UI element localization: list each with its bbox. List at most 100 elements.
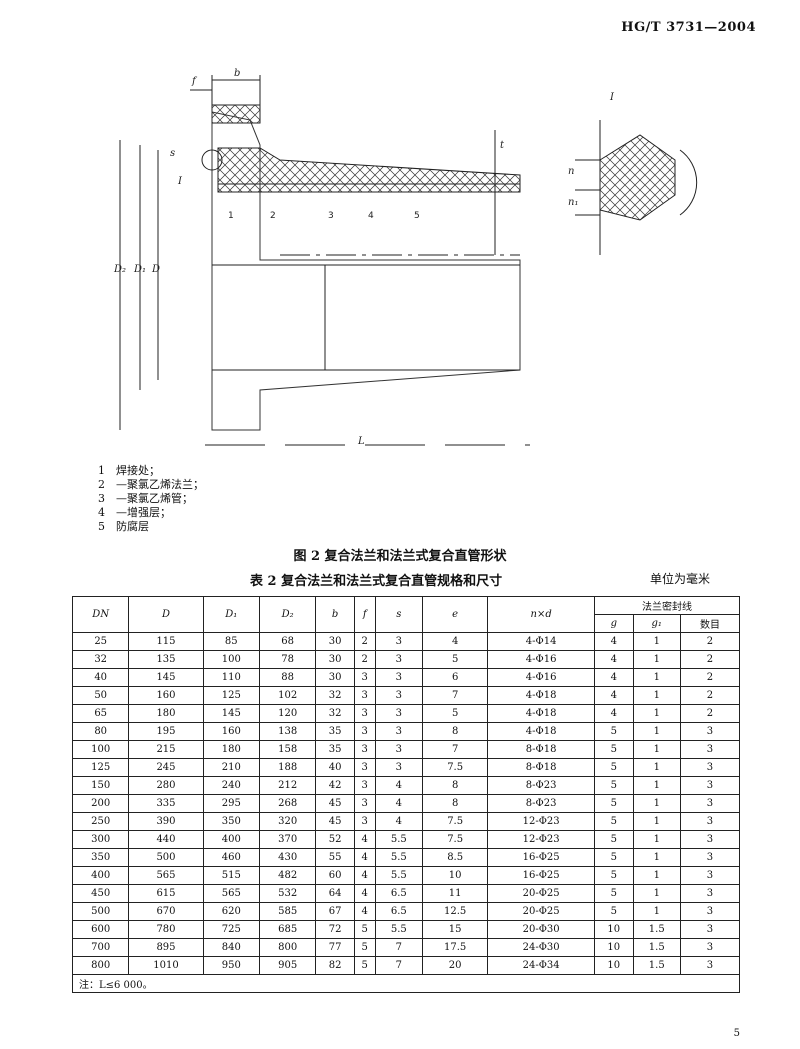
figure-caption: 图 2 复合法兰和法兰式复合直管形状	[293, 549, 507, 564]
table-cell: 4	[421, 632, 489, 651]
table-cell: 5	[594, 758, 634, 777]
callout-4: 4	[368, 211, 374, 221]
table-cell: 45	[315, 812, 355, 831]
table-cell: 8-Φ18	[487, 740, 595, 759]
table-cell: 1	[632, 740, 681, 759]
table-cell: 125	[202, 686, 260, 705]
table-cell: 35	[315, 722, 355, 741]
table-cell: 3	[374, 686, 424, 705]
table-cell: 180	[128, 704, 204, 723]
standard-code: HG/T 3731—2004	[621, 20, 756, 35]
table-cell: 16-Φ25	[487, 848, 595, 867]
table-cell: 280	[128, 776, 204, 795]
table-cell: 7.5	[421, 812, 489, 831]
table-cell: 3	[353, 794, 376, 813]
label-s: s	[170, 148, 175, 159]
table-cell: 1.5	[632, 920, 681, 939]
table-cell: 5	[594, 740, 634, 759]
table-cell: 2	[679, 668, 741, 687]
table-cell: 35	[315, 740, 355, 759]
table-cell: 1	[632, 812, 681, 831]
table-cell: 5	[353, 920, 376, 939]
label-I: I	[177, 176, 183, 187]
table-cell: 1	[632, 650, 681, 669]
table-cell: 158	[258, 740, 317, 759]
table-cell: 160	[128, 686, 204, 705]
label-n1: n₁	[568, 197, 578, 208]
table-cell: 3	[353, 686, 376, 705]
table-cell: 5.5	[374, 866, 424, 885]
legend-item: 3—聚氯乙烯管；	[98, 492, 193, 505]
table-cell: 4-Φ14	[487, 632, 595, 651]
callout-1: 1	[228, 211, 234, 221]
table-cell: 4-Φ18	[487, 722, 595, 741]
table-cell: 3	[353, 722, 376, 741]
table-cell: 180	[202, 740, 260, 759]
table-cell: 440	[128, 830, 204, 849]
table-cell: 12-Φ23	[487, 830, 595, 849]
table-cell: 12.5	[421, 902, 489, 921]
table-cell: 5.5	[374, 848, 424, 867]
table-cell: 5	[594, 830, 634, 849]
table-cell: 350	[202, 812, 260, 831]
table-cell: 42	[315, 776, 355, 795]
table-cell: 240	[202, 776, 260, 795]
table-cell: 1	[632, 704, 681, 723]
table-cell: 4	[353, 848, 376, 867]
table-cell: 500	[128, 848, 204, 867]
table-cell: 5	[421, 650, 489, 669]
table-cell: 2	[679, 650, 741, 669]
table-cell: 6	[421, 668, 489, 687]
table-cell: 5	[594, 848, 634, 867]
table-cell: 4	[353, 830, 376, 849]
table-cell: 30	[315, 632, 355, 651]
table-cell: 32	[71, 650, 130, 669]
table-cell: 295	[202, 794, 260, 813]
table-cell: 55	[315, 848, 355, 867]
table-cell: 2	[679, 632, 741, 651]
col-dn: DN	[71, 596, 130, 633]
table-cell: 3	[679, 848, 741, 867]
table-cell: 268	[258, 794, 317, 813]
table-cell: 80	[71, 722, 130, 741]
table-cell: 102	[258, 686, 317, 705]
table-cell: 65	[71, 704, 130, 723]
table-cell: 3	[679, 776, 741, 795]
table-cell: 4	[353, 902, 376, 921]
table-cell: 100	[71, 740, 130, 759]
table-cell: 430	[258, 848, 317, 867]
table-cell: 1	[632, 776, 681, 795]
table-cell: 300	[71, 830, 130, 849]
table-cell: 3	[353, 758, 376, 777]
table-cell: 200	[71, 794, 130, 813]
table-cell: 4	[594, 650, 634, 669]
table-cell: 3	[679, 956, 741, 975]
table-cell: 950	[202, 956, 260, 975]
label-D1: D₁	[133, 264, 146, 275]
table-cell: 335	[128, 794, 204, 813]
table-cell: 1	[632, 902, 681, 921]
col-d2: D₂	[258, 596, 317, 633]
table-cell: 670	[128, 902, 204, 921]
table-cell: 4	[594, 686, 634, 705]
table-cell: 195	[128, 722, 204, 741]
table-cell: 800	[258, 938, 317, 957]
table-cell: 515	[202, 866, 260, 885]
table-cell: 370	[258, 830, 317, 849]
label-t: t	[500, 140, 505, 151]
table-cell: 5	[594, 794, 634, 813]
table-cell: 11	[421, 884, 489, 903]
table-cell: 8-Φ23	[487, 776, 595, 795]
table-cell: 245	[128, 758, 204, 777]
table-cell: 350	[71, 848, 130, 867]
table-cell: 4-Φ18	[487, 686, 595, 705]
table-cell: 8	[421, 722, 489, 741]
table-cell: 1.5	[632, 956, 681, 975]
